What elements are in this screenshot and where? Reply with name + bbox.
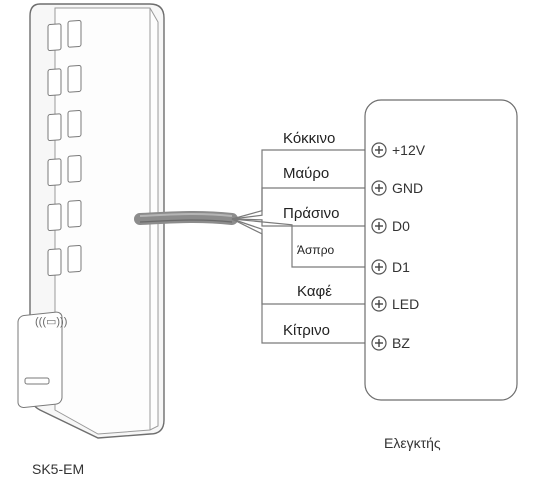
wire-d1	[231, 218, 371, 268]
controller-box	[364, 99, 518, 401]
keypad-key	[47, 68, 62, 97]
device-model-label: SK5-EM	[32, 461, 84, 477]
keypad-key	[67, 64, 82, 93]
cable-bundle	[134, 210, 238, 225]
keypad-key	[47, 158, 62, 187]
keypad-keys	[47, 19, 82, 277]
indicator-slot	[24, 377, 50, 385]
terminal-label: D0	[392, 218, 410, 234]
keypad-key	[47, 248, 62, 277]
wire-color-label: Κόκκινο	[283, 130, 335, 147]
keypad-key	[47, 23, 62, 52]
terminal-screw-icon	[371, 180, 387, 196]
terminal-screw-icon	[371, 142, 387, 158]
wire-color-label: Πράσινο	[283, 205, 339, 222]
keypad-key	[67, 19, 82, 48]
keypad-key	[67, 199, 82, 228]
terminal-label: BZ	[392, 335, 410, 351]
terminal-label: D1	[392, 259, 410, 275]
wire-color-label: Άσπρο	[297, 243, 335, 257]
wire-d0	[231, 218, 371, 227]
terminal-label: GND	[392, 180, 423, 196]
keypad-key	[67, 244, 82, 273]
rfid-symbol-icon: (((▭)))	[35, 316, 67, 328]
terminal-screw-icon	[371, 335, 387, 351]
wire-plus-12v	[231, 149, 371, 220]
wire-color-label: Καφέ	[297, 283, 332, 300]
terminal-screw-icon	[371, 296, 387, 312]
keypad-key	[67, 154, 82, 183]
wire-color-label: Μαύρο	[283, 165, 329, 182]
wire-bz	[231, 218, 371, 344]
terminal-screw-icon	[371, 218, 387, 234]
keypad-key	[47, 203, 62, 232]
controller-label: Ελεγκτής	[384, 435, 441, 451]
keypad-key	[67, 109, 82, 138]
keypad-key	[47, 113, 62, 142]
terminal-label: LED	[392, 296, 419, 312]
wire-color-label: Κίτρινο	[283, 322, 330, 339]
keypad-device: (((▭)))	[17, 3, 165, 439]
terminal-label: +12V	[392, 142, 426, 158]
wire-gnd	[231, 187, 371, 220]
terminal-screw-icon	[371, 259, 387, 275]
